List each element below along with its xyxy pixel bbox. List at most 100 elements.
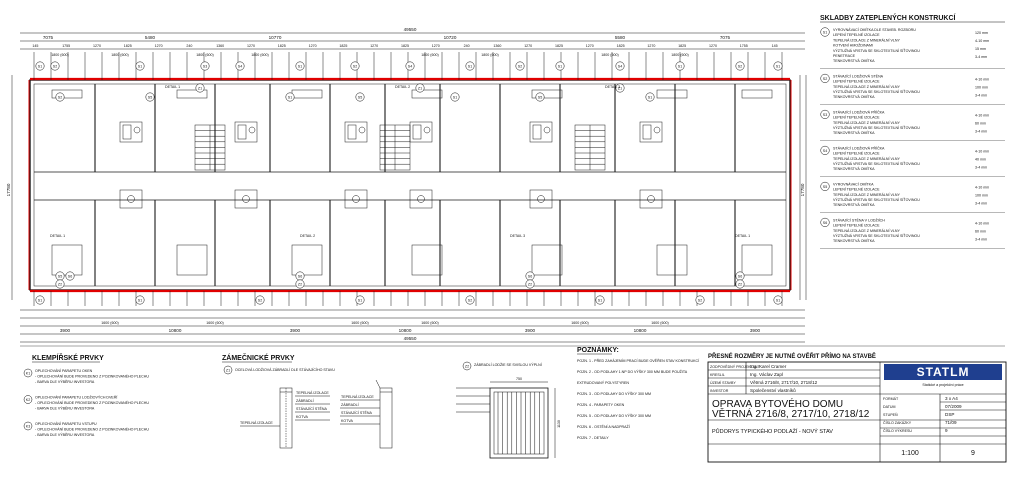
tag-bubble-z2: Z2 bbox=[55, 279, 65, 289]
tag-bubble-s6: S6 bbox=[65, 271, 75, 281]
svg-text:S6: S6 bbox=[298, 274, 302, 278]
tag-bubble-s5: S5 bbox=[355, 92, 365, 102]
tb-meta-label-3: ČÍSLO ZAKÁZKY bbox=[883, 420, 912, 425]
svg-text:STÁVAJÍCÍ LODŽIOVÁ PŘÍČKA: STÁVAJÍCÍ LODŽIOVÁ PŘÍČKA bbox=[833, 145, 885, 150]
tag-bubble-z1: Z1 bbox=[415, 83, 425, 93]
bottom-subdim-2: 1600 (600) bbox=[351, 321, 368, 325]
svg-text:LEPENÍ TEPELNÉ IZOLACE: LEPENÍ TEPELNÉ IZOLACE bbox=[833, 32, 880, 37]
svg-text:STÁVAJÍCÍ LODŽIOVÁ PŘÍČKA: STÁVAJÍCÍ LODŽIOVÁ PŘÍČKA bbox=[833, 109, 885, 114]
bottom-dim-5: 10800 bbox=[634, 328, 647, 333]
svg-text:Z1: Z1 bbox=[198, 86, 202, 90]
top-subdim-0: 145 bbox=[32, 44, 38, 48]
z2-panel: Z2 ZÁBRADLÍ LODŽIE SE SVISLOU VÝPLNÍ 750… bbox=[456, 361, 561, 459]
svg-text:3-4 mm: 3-4 mm bbox=[975, 165, 987, 169]
svg-text:TENKOVRSTVÁ OMÍTKA: TENKOVRSTVÁ OMÍTKA bbox=[833, 95, 875, 99]
tag-bubble-s4: S4 bbox=[405, 61, 415, 71]
svg-text:VYROVNÁVACÍ OMÍTKA DLE STAVEB.: VYROVNÁVACÍ OMÍTKA DLE STAVEB. ROZBORU bbox=[833, 28, 916, 32]
zamecnicke-title: ZÁMEČNICKÉ PRVKY bbox=[222, 353, 295, 362]
svg-text:S2: S2 bbox=[258, 298, 262, 302]
tb-meta-value-2: DSP bbox=[945, 412, 954, 417]
svg-text:S3: S3 bbox=[203, 64, 207, 68]
overall-length-top: 49550 bbox=[404, 27, 417, 32]
svg-text:- BARVA DLE VÝBĚRU INVESTORA: - BARVA DLE VÝBĚRU INVESTORA bbox=[35, 406, 95, 411]
svg-text:TENKOVRSTVÁ OMÍTKA: TENKOVRSTVÁ OMÍTKA bbox=[833, 167, 875, 171]
bottom-dim-6: 3900 bbox=[750, 328, 761, 333]
sheet-number: 9 bbox=[971, 450, 975, 457]
window-label-3: 1800 (600) bbox=[251, 53, 268, 57]
z1-text: OCELOVÁ LODŽIOVÁ ZÁBRADLÍ DLE STÁVAJÍCÍH… bbox=[235, 367, 335, 372]
svg-text:15 mm: 15 mm bbox=[975, 47, 986, 51]
svg-text:S4: S4 bbox=[238, 64, 242, 68]
svg-text:STÁVAJÍCÍ STĚNA V LODŽIÍCH: STÁVAJÍCÍ STĚNA V LODŽIÍCH bbox=[833, 217, 885, 222]
svg-text:LEPENÍ TEPELNÉ IZOLACE: LEPENÍ TEPELNÉ IZOLACE bbox=[833, 115, 880, 120]
tb-meta-value-1: 07/2009 bbox=[945, 404, 962, 409]
svg-text:S2: S2 bbox=[53, 64, 57, 68]
svg-text:S1: S1 bbox=[598, 298, 602, 302]
svg-text:60 mm: 60 mm bbox=[975, 121, 986, 125]
svg-text:OPLECHOVÁNÍ PARAPETU VSTUPU: OPLECHOVÁNÍ PARAPETU VSTUPU bbox=[35, 422, 97, 426]
svg-text:100 mm: 100 mm bbox=[975, 193, 988, 197]
top-dim-2: 10770 bbox=[269, 35, 282, 40]
svg-text:S5: S5 bbox=[58, 274, 62, 278]
z1-label-9: TEPELNÁ IZOLACE bbox=[240, 421, 273, 425]
svg-text:S2: S2 bbox=[738, 64, 742, 68]
z2-text: ZÁBRADLÍ LODŽIE SE SVISLOU VÝPLNÍ bbox=[474, 362, 542, 367]
svg-text:TENKOVRSTVÁ OMÍTKA: TENKOVRSTVÁ OMÍTKA bbox=[833, 131, 875, 135]
svg-text:TENKOVRSTVÁ OMÍTKA: TENKOVRSTVÁ OMÍTKA bbox=[833, 59, 875, 63]
svg-text:S2: S2 bbox=[698, 298, 702, 302]
klempirske-item-k2: K2 OPLECHOVÁNÍ PARAPETU LODŽIOVÝCH DVEŘÍ -… bbox=[23, 395, 149, 411]
window-label-7: 1800 (600) bbox=[671, 53, 688, 57]
bathroom-1 bbox=[234, 121, 258, 209]
note-line-3: POZN. 3 - OD PODLAHY DO VÝŠKY 300 MM bbox=[577, 391, 651, 396]
note-line-5: POZN. 5 - OD PODLAHY DO VÝŠKY 300 MM bbox=[577, 413, 651, 418]
svg-text:VÝZTUŽNÁ VRSTVA SE SKLOTEXTILN: VÝZTUŽNÁ VRSTVA SE SKLOTEXTILNÍ SÍŤOVINO… bbox=[833, 233, 920, 238]
svg-text:TENKOVRSTVÁ OMÍTKA: TENKOVRSTVÁ OMÍTKA bbox=[833, 239, 875, 243]
svg-text:4-10 mm: 4-10 mm bbox=[975, 113, 989, 117]
tag-bubble-s1: S1 bbox=[295, 61, 305, 71]
svg-text:S6: S6 bbox=[738, 274, 742, 278]
svg-text:OPLECHOVÁNÍ PARAPETU LODŽIOVÝC: OPLECHOVÁNÍ PARAPETU LODŽIOVÝCH DVEŘÍ bbox=[35, 395, 117, 400]
tag-bubble-s2: S2 bbox=[735, 61, 745, 71]
top-subdim-19: 1825 bbox=[617, 44, 625, 48]
tb-meta-value-4: 9 bbox=[945, 428, 948, 433]
svg-text:K2: K2 bbox=[26, 398, 30, 402]
zamecnicke-panel: ZÁMEČNICKÉ PRVKY Z1 OCELOVÁ LODŽIOVÁ ZÁB… bbox=[222, 353, 393, 449]
z1-label-5: TEPELNÁ IZOLACE bbox=[341, 395, 374, 399]
stair-core-0 bbox=[194, 124, 226, 171]
svg-text:4-10 mm: 4-10 mm bbox=[975, 221, 989, 225]
svg-text:TENKOVRSTVÁ OMÍTKA: TENKOVRSTVÁ OMÍTKA bbox=[833, 203, 875, 207]
z1-label-6: ZÁBRADLÍ bbox=[341, 403, 359, 407]
tag-bubble-s5: S5 bbox=[55, 271, 65, 281]
tag-bubble-s1: S1 bbox=[555, 61, 565, 71]
svg-text:S2: S2 bbox=[353, 64, 357, 68]
tag-bubble-z1: Z1 bbox=[615, 83, 625, 93]
window-label-1: 1800 (600) bbox=[111, 53, 128, 57]
company-subtitle: Statické a projekční práce bbox=[922, 383, 963, 387]
tag-bubble-s1: S1 bbox=[135, 61, 145, 71]
tb-row-label-3: INVESTOR bbox=[710, 389, 729, 393]
svg-text:S6: S6 bbox=[528, 274, 532, 278]
top-dim-3: 10720 bbox=[444, 35, 457, 40]
tag-bubble-s5: S5 bbox=[535, 92, 545, 102]
tb-row-label-0: ZODPOVĚDNÝ PROJEKTANT bbox=[710, 364, 760, 369]
verify-note: PŘESNÉ ROZMĚRY JE NUTNÉ OVĚŘIT PŘÍMO NA … bbox=[708, 352, 876, 360]
svg-text:TEPELNÁ IZOLACE Z MINERÁLNÍ VL: TEPELNÁ IZOLACE Z MINERÁLNÍ VLNY bbox=[833, 229, 901, 233]
svg-text:S1: S1 bbox=[38, 64, 42, 68]
detail-label-0: DETAIL 1 bbox=[165, 85, 180, 89]
bottom-dim-1: 10800 bbox=[169, 328, 182, 333]
svg-text:S1: S1 bbox=[298, 64, 302, 68]
loggia-5 bbox=[656, 89, 688, 276]
svg-text:4-10 mm: 4-10 mm bbox=[975, 185, 989, 189]
svg-text:S4: S4 bbox=[618, 64, 622, 68]
bottom-dim-2: 3900 bbox=[290, 328, 301, 333]
bottom-subdim-3: 1600 (600) bbox=[421, 321, 438, 325]
tag-bubble-s1: S1 bbox=[135, 295, 145, 305]
bottom-dim-4: 3900 bbox=[525, 328, 536, 333]
tag-bubble-s4: S4 bbox=[235, 61, 245, 71]
tag-bubble-s2: S2 bbox=[255, 295, 265, 305]
